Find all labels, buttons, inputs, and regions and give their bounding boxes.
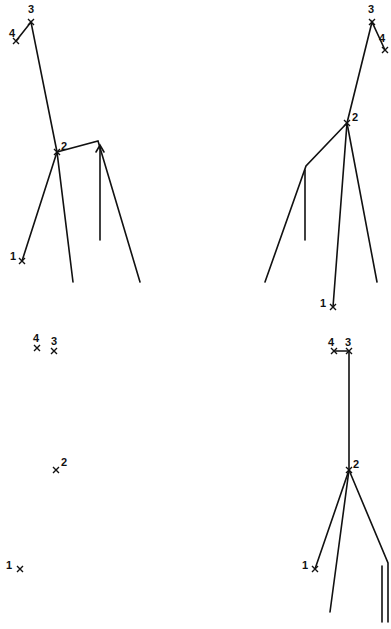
- point-number: 4: [379, 33, 385, 44]
- point-number: 1: [320, 298, 326, 309]
- point-number: 2: [61, 141, 67, 152]
- figure-right-bottom: [315, 351, 388, 622]
- point-number: 3: [345, 337, 351, 348]
- point-markers: [13, 19, 388, 572]
- point-number: 1: [6, 560, 12, 571]
- point-number: 4: [9, 28, 15, 39]
- point-number: 3: [28, 4, 34, 15]
- figure-left-top: [16, 22, 140, 282]
- point-number: 2: [353, 459, 359, 470]
- point-number: 4: [33, 333, 39, 344]
- point-number: 2: [61, 457, 67, 468]
- point-number: 3: [51, 336, 57, 347]
- point-number: 1: [10, 251, 16, 262]
- point-number: 4: [328, 337, 334, 348]
- point-number: 1: [302, 560, 308, 571]
- point-number: 2: [352, 112, 358, 123]
- point-number: 3: [368, 4, 374, 15]
- figure-right-top: [265, 22, 385, 307]
